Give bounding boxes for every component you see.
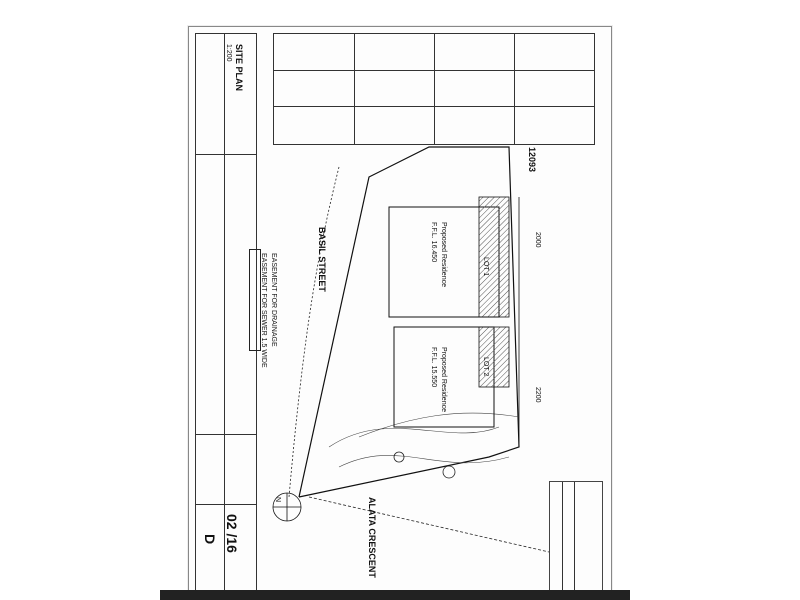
residence-2-label: Proposed Residence xyxy=(440,347,447,412)
drawing-sheet: SITE PLAN 1:200 02 /16 D xyxy=(188,26,612,598)
residence-1-label: Proposed Residence xyxy=(440,222,447,287)
contour-line xyxy=(328,426,500,448)
easement-legend-box xyxy=(249,249,261,351)
residence-1-ffl: F.F.L. 16.450 xyxy=(430,222,437,263)
street-label-alata: ALATA CRESCENT xyxy=(367,497,377,578)
contour-line xyxy=(358,412,520,438)
north-arrow-label: N xyxy=(274,497,281,503)
lot-2-label: LOT 2 xyxy=(482,357,489,377)
dimension-2000: 2000 xyxy=(534,232,541,248)
street-label-basil: BASIL STREET xyxy=(317,227,327,292)
residence-2-ffl: F.F.L. 15.550 xyxy=(430,347,437,388)
contour-line xyxy=(338,455,510,468)
alata-crescent-kerb xyxy=(308,496,550,553)
basil-street-kerb xyxy=(288,166,340,498)
site-plan-drawing xyxy=(272,146,550,553)
residence-2-garage-hatch xyxy=(478,326,510,388)
notes-table xyxy=(273,33,595,145)
scan-edge-shadow xyxy=(160,590,630,600)
drawing-number: 12093 xyxy=(527,147,537,173)
easement-note-1: EASEMENT FOR SEWER 1.5 WIDE xyxy=(260,253,267,368)
easement-note-2: EASEMENT FOR DRAINAGE xyxy=(270,253,277,347)
tree-symbol xyxy=(393,451,405,463)
lot-1-label: LOT 1 xyxy=(482,257,489,277)
tree-symbol xyxy=(442,465,456,479)
site-boundary xyxy=(298,146,520,498)
north-arrow xyxy=(272,492,302,522)
residence-1-garage-hatch xyxy=(478,196,510,318)
dimension-2200: 2200 xyxy=(534,387,541,403)
